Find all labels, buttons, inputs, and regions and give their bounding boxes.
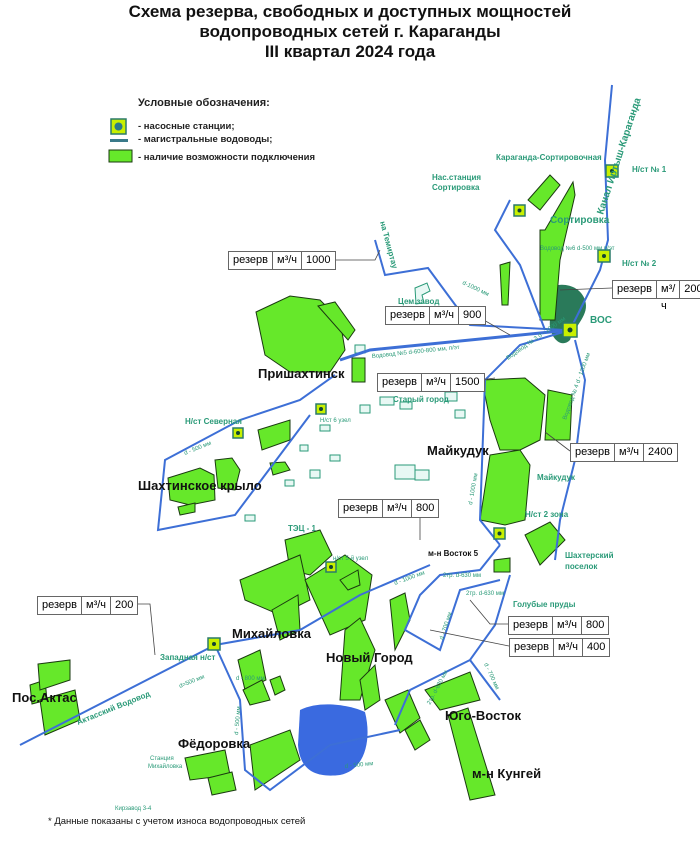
legend-zone-icon <box>108 149 133 163</box>
label-nas-sort-2: Сортировка <box>432 183 480 192</box>
label-aktas-vod: Актасский Водовод <box>75 689 151 727</box>
label-vos: ВОС <box>590 315 612 326</box>
title-line-1: Схема резерва, свободных и доступных мощ… <box>128 2 572 21</box>
pipe-label: 2тр. d-630 мм <box>443 573 481 579</box>
label-tets: ТЭЦ - 1 <box>288 524 317 533</box>
label-nst2: Н/ст № 2 <box>622 259 657 268</box>
label-sortirovka: Сортировка <box>550 215 610 226</box>
title-line-2: водопроводных сетей г. Караганды <box>199 22 501 41</box>
district-aktas: Пос.Актас <box>12 690 77 705</box>
district-prishakhtinsk: Пришахтинск <box>258 366 345 381</box>
pipe-label: d - 1000 мм <box>468 473 479 505</box>
label-golub: Голубые пруды <box>513 600 576 609</box>
legend-pump: - насосные станции; <box>138 121 235 132</box>
pump-station-6uzel-icon <box>315 403 327 415</box>
fedorovka-reservoir <box>298 704 368 776</box>
label-kar-sort: Караганда-Сортировочная <box>496 153 602 162</box>
pipe-label: d - 700 мм <box>439 612 454 641</box>
label-shakh: Шахтерский <box>565 551 614 560</box>
label-stary: Старый город <box>393 395 449 404</box>
pump-station-vos-icon <box>562 322 578 338</box>
label-nst5: н/ст 5-й узел <box>333 555 369 562</box>
label-st-mikh: Станция <box>150 756 174 762</box>
label-shakh-2: поселок <box>565 562 598 571</box>
pipe-label: d-1000 мм <box>461 280 489 298</box>
label-nas-sort: Нас.станция <box>432 173 481 182</box>
legend-connect: - наличие возможности подключения <box>138 152 316 163</box>
district-yugo-vostok: Юго-Восток <box>445 708 521 723</box>
pump-station-5uzel-icon <box>325 561 337 573</box>
water-mains <box>19 84 613 792</box>
pipe-label: Водовод №6 d-500 мм п/эт <box>540 245 615 252</box>
map-title: Схема резерва, свободных и доступных мощ… <box>0 2 700 62</box>
legend-mains: - магистральные водоводы; <box>138 134 273 145</box>
pump-station-nst2-icon <box>597 249 611 263</box>
district-novy-gorod: Новый Город <box>326 650 413 665</box>
legend-heading: Условные обозначения: <box>138 97 270 109</box>
pipe-label: Водовод № 4 d - 1200 мм <box>561 352 592 421</box>
pump-station-2zona-icon <box>493 527 506 540</box>
district-kungei: м-н Кунгей <box>472 766 541 781</box>
label-kirz: Кирзавод 3-4 <box>115 806 152 812</box>
district-fedorovka: Фёдоровка <box>178 736 251 751</box>
label-nst6: Н/ст 6 узел <box>320 418 351 424</box>
district-mikhailovka: Михайловка <box>232 626 312 641</box>
label-nst-sev: Н/ст Северная <box>185 417 242 426</box>
label-cem: Цем.завод <box>398 297 439 306</box>
district-maikuduk: Майкудук <box>427 443 489 458</box>
built-areas <box>244 282 466 522</box>
connection-zones <box>29 174 576 801</box>
pipe-label: d - 500 мм <box>234 706 242 735</box>
pump-station-sort-icon <box>513 204 526 217</box>
district-shakhtinskoe: Шахтинское крыло <box>138 478 262 493</box>
legend-pipe-icon <box>110 139 128 142</box>
label-maikuduk: Майкудук <box>537 473 576 482</box>
label-kanal: Канал Иртыш-Караганда <box>595 96 643 216</box>
label-nst1: Н/ст № 1 <box>632 165 667 174</box>
pump-station-severnaya-icon <box>232 427 244 439</box>
pipe-label: d - 800 мм <box>236 676 265 682</box>
pump-station-zapadnaya-icon <box>207 637 221 651</box>
label-nst2zona: Н/ст 2 зона <box>525 510 569 519</box>
pipe-label: d - 500 мм <box>345 761 374 770</box>
pipe-label: 2тр. d-630 мм <box>466 591 504 597</box>
label-zap: Западная н/ст <box>160 653 215 662</box>
pump-station-nst1-icon <box>605 164 619 178</box>
pump-stations <box>207 164 619 651</box>
legend-pump-dot <box>114 122 123 131</box>
label-st-mikh-2: Михайловка <box>148 763 183 770</box>
footnote: * Данные показаны с учетом износа водопр… <box>48 816 306 827</box>
pipe-label: d=500 мм <box>179 674 206 690</box>
label-vostok5: м-н Восток 5 <box>428 549 479 558</box>
title-line-3: III квартал 2024 года <box>264 42 436 61</box>
